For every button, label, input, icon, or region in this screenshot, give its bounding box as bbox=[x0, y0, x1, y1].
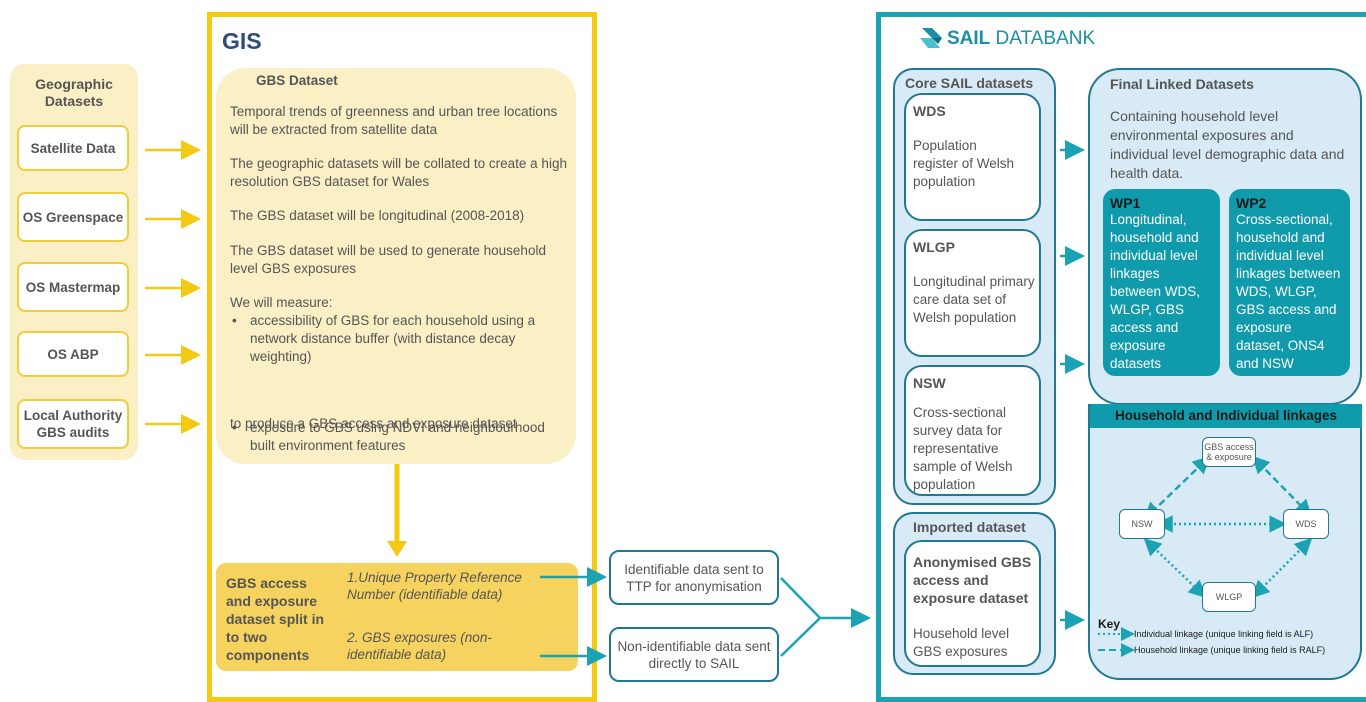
linkages-title: Household and Individual linkages bbox=[1090, 404, 1362, 428]
sail-logo-bold: SAIL bbox=[947, 28, 991, 49]
link-nsw-wlgp bbox=[1143, 537, 1207, 599]
wlgp-title: WLGP bbox=[913, 239, 955, 255]
nsw-title: NSW bbox=[913, 375, 946, 391]
identifiable-data-box: Identifiable data sent to TTP for anonym… bbox=[609, 550, 779, 605]
geographic-datasets-title: Geographic Datasets bbox=[35, 76, 113, 109]
gbs-bullet: accessibility of GBS for each household … bbox=[230, 312, 570, 366]
node-gbs-access: GBS access & exposure bbox=[1202, 437, 1256, 467]
converge-top bbox=[780, 577, 821, 619]
converge-bottom bbox=[780, 617, 821, 657]
wp1-box: WP1 Longitudinal, household and individu… bbox=[1103, 189, 1220, 376]
wlgp-desc: Longitudinal primary care data set of We… bbox=[913, 274, 1035, 325]
dataset-split-panel bbox=[216, 563, 578, 671]
imported-dataset-title: Imported dataset bbox=[913, 519, 1026, 535]
gis-title: GIS bbox=[222, 28, 262, 54]
gbs-dataset-title: GBS Dataset bbox=[256, 73, 338, 88]
gbs-dataset-panel bbox=[216, 68, 576, 464]
os-greenspace-box: OS Greenspace bbox=[17, 192, 129, 242]
gbs-paragraph: The geographic datasets will be collated… bbox=[230, 156, 567, 189]
core-datasets-title: Core SAIL datasets bbox=[905, 75, 1034, 91]
link-wds-wlgp bbox=[1251, 537, 1313, 599]
key-household-text: Household linkage (unique linking field … bbox=[1134, 645, 1326, 655]
final-linked-datasets-title: Final Linked Datasets bbox=[1110, 76, 1254, 92]
wds-box: WDS Population register of Welsh populat… bbox=[904, 93, 1041, 221]
wp2-text: Cross-sectional, household and individua… bbox=[1236, 212, 1341, 371]
os-abp-box: OS ABP bbox=[17, 331, 129, 377]
wp2-title: WP2 bbox=[1236, 195, 1267, 211]
node-wds: WDS bbox=[1283, 509, 1329, 539]
wp2-box: WP2 Cross-sectional, household and indiv… bbox=[1229, 189, 1350, 376]
wlgp-box: WLGP Longitudinal primary care data set … bbox=[904, 229, 1041, 357]
sail-logo-rest: DATABANK bbox=[990, 28, 1096, 49]
sail-logo-text: SAIL DATABANK bbox=[947, 28, 1095, 50]
nsw-desc: Cross-sectional survey data for represen… bbox=[913, 405, 1013, 492]
os-mastermap-box: OS Mastermap bbox=[17, 262, 129, 312]
gbs-bullet: exposure to GBS using NDVI and neighbour… bbox=[230, 419, 570, 455]
wds-title: WDS bbox=[913, 103, 946, 119]
anonymised-gbs-title: Anonymised GBS access and exposure datas… bbox=[913, 554, 1032, 606]
local-authority-gbs-audits-box: Local Authority GBS audits bbox=[17, 399, 129, 449]
wds-desc: Population register of Welsh population bbox=[913, 138, 1015, 189]
node-nsw: NSW bbox=[1119, 509, 1165, 539]
non-identifiable-data-box: Non-identifiable data sent directly to S… bbox=[609, 627, 779, 682]
anonymised-gbs-desc: Household level GBS exposures bbox=[913, 626, 1010, 659]
link-gbs-nsw bbox=[1143, 455, 1211, 521]
satellite-data-box: Satellite Data bbox=[17, 125, 129, 171]
node-wlgp: WLGP bbox=[1202, 582, 1256, 612]
gbs-paragraph: The GBS dataset will be used to generate… bbox=[230, 243, 546, 276]
gbs-closing-text: to produce a GBS access and exposure dat… bbox=[230, 416, 517, 431]
anonymised-gbs-box: Anonymised GBS access and exposure datas… bbox=[904, 540, 1041, 667]
gbs-paragraph: Temporal trends of greenness and urban t… bbox=[230, 104, 558, 137]
component-upr-text: 1.Unique Property Reference Number (iden… bbox=[347, 570, 522, 602]
gbs-paragraph: The GBS dataset will be longitudinal (20… bbox=[230, 208, 525, 223]
sail-logo-icon bbox=[920, 28, 942, 48]
gbs-paragraph: We will measure: bbox=[230, 295, 333, 310]
dataset-split-label: GBS access and exposure dataset split in… bbox=[226, 575, 325, 663]
wp1-text: Longitudinal, household and individual l… bbox=[1110, 212, 1201, 371]
link-gbs-wds bbox=[1251, 455, 1313, 518]
key-title: Key bbox=[1098, 617, 1121, 631]
wp1-title: WP1 bbox=[1110, 195, 1141, 211]
component-exposures-text: 2. GBS exposures (non-identifiable data) bbox=[347, 630, 492, 662]
final-linked-datasets-desc: Containing household level environmental… bbox=[1110, 108, 1345, 181]
nsw-box: NSW Cross-sectional survey data for repr… bbox=[904, 365, 1041, 496]
key-individual-text: Individual linkage (unique linking field… bbox=[1134, 629, 1314, 639]
linkage-diagram bbox=[1098, 455, 1313, 657]
